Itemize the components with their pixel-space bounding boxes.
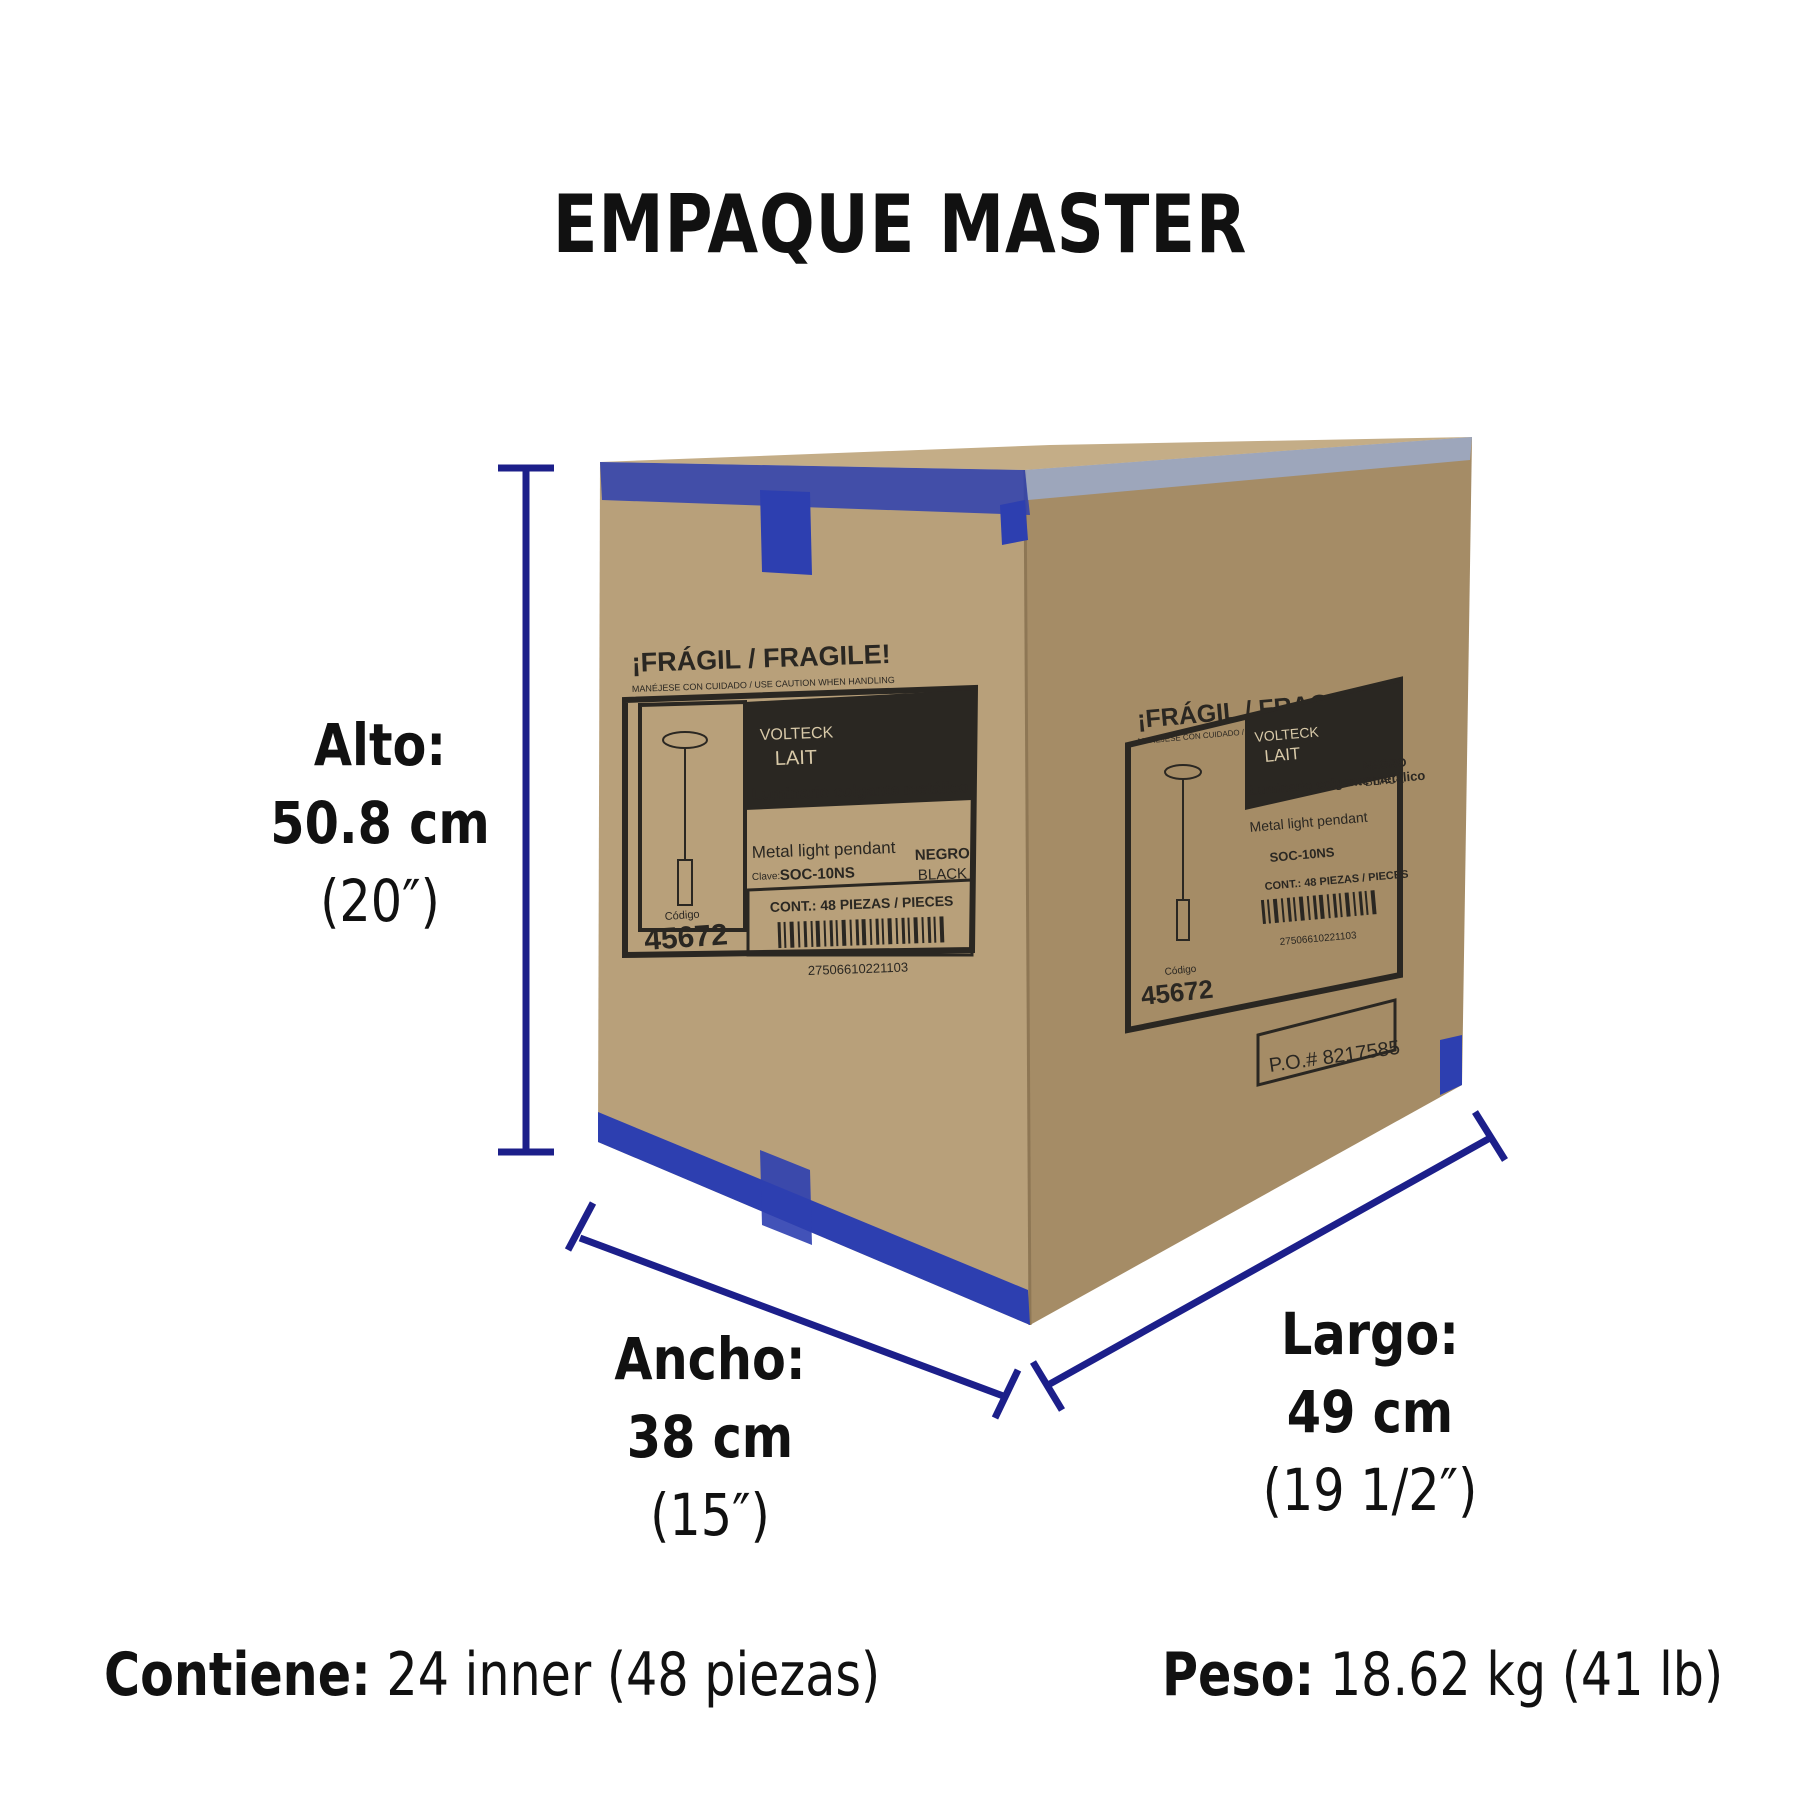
- contents-info: Contiene: 24 inner (48 piezas): [104, 1640, 880, 1710]
- weight-info: Peso: 18.62 kg (41 lb): [1162, 1640, 1723, 1710]
- width-imperial: (15″): [650, 1481, 770, 1549]
- svg-text:Clave:: Clave:: [752, 871, 781, 883]
- contents-value: 24 inner (48 piezas): [386, 1640, 881, 1710]
- pendant-lamp-icon: [1164, 764, 1202, 941]
- width-metric: 38 cm: [626, 1403, 794, 1471]
- contents-label: Contiene:: [104, 1640, 371, 1710]
- page-title: EMPAQUE MASTER: [552, 178, 1248, 271]
- front-barcode: [777, 916, 945, 949]
- length-label-title: Largo:: [1281, 1300, 1459, 1368]
- tape-side-corner: [1440, 1035, 1462, 1095]
- width-dimension-line: [564, 1201, 1022, 1420]
- svg-text:Código: Código: [664, 909, 700, 923]
- length-metric: 49 cm: [1286, 1378, 1454, 1446]
- width-label-title: Ancho:: [614, 1325, 806, 1393]
- pendant-lamp-icon: [662, 731, 708, 906]
- side-barcode: [1260, 890, 1377, 925]
- weight-value: 18.62 kg (41 lb): [1329, 1640, 1724, 1710]
- height-metric: 50.8 cm: [270, 789, 490, 857]
- height-label-title: Alto:: [313, 711, 447, 779]
- svg-text:VOLTECK: VOLTECK: [1254, 723, 1320, 745]
- width-label: Ancho: 38 cm (15″): [583, 1320, 838, 1554]
- box-front-label: ¡FRÁGIL / FRAGILE! MANÉJESE CON CUIDADO …: [622, 638, 979, 978]
- svg-text:CONT.: 48 PIEZAS / PIECES: CONT.: 48 PIEZAS / PIECES: [770, 893, 954, 915]
- length-label: Largo: 49 cm (19 1/2″): [1243, 1295, 1498, 1529]
- box-front-face: [598, 462, 1030, 1325]
- height-imperial: (20″): [320, 867, 440, 935]
- svg-text:SOC-10NS: SOC-10NS: [1269, 844, 1335, 865]
- box-side-face: [1025, 437, 1472, 1325]
- svg-text:NEGRO: NEGRO: [915, 845, 971, 864]
- svg-text:BLACK: BLACK: [1364, 772, 1404, 789]
- svg-text:NEGRO: NEGRO: [1362, 755, 1407, 773]
- tape-bottom-front: [598, 1112, 1030, 1325]
- svg-text:45672: 45672: [643, 918, 729, 957]
- height-dimension-line: [498, 464, 554, 1156]
- length-imperial: (19 1/2″): [1262, 1456, 1478, 1524]
- svg-text:SOC-10NS: SOC-10NS: [780, 864, 856, 884]
- height-label: Alto: 50.8 cm (20″): [261, 706, 499, 940]
- svg-text:LAIT: LAIT: [1264, 744, 1301, 766]
- box-top-face: [600, 437, 1472, 470]
- svg-text:27506610221103: 27506610221103: [808, 960, 909, 978]
- svg-text:VOLTECK: VOLTECK: [760, 724, 834, 744]
- svg-text:LAIT: LAIT: [774, 747, 817, 770]
- length-dimension-line: [1030, 1110, 1508, 1412]
- tape-top: [600, 462, 1030, 515]
- svg-text:Código: Código: [1164, 964, 1197, 978]
- tape-front-top-strip: [760, 490, 812, 575]
- weight-label: Peso:: [1162, 1640, 1315, 1710]
